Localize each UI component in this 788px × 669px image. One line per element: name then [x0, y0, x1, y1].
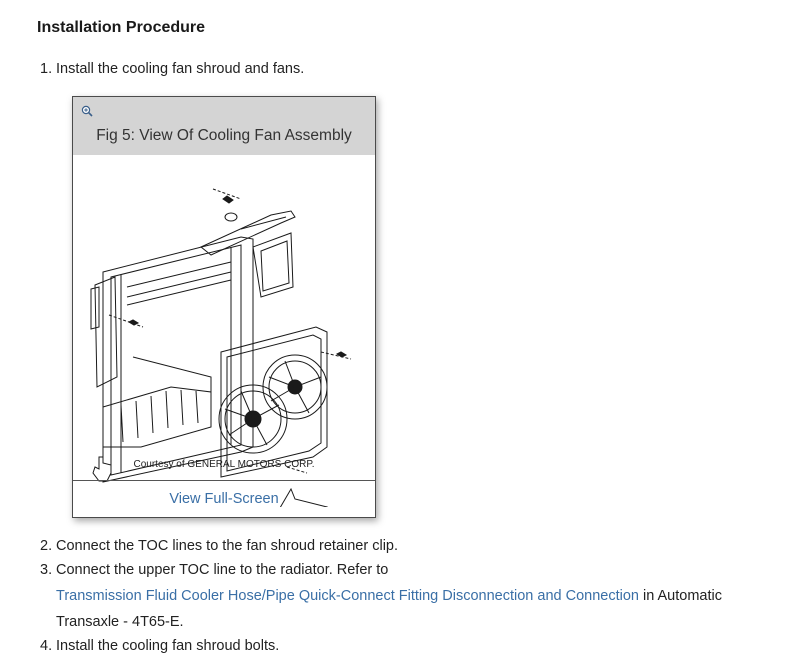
step-text-after-link: in Automatic: [638, 588, 722, 604]
step-3-tail: Transaxle - 4T65-E.: [56, 614, 184, 630]
transmission-fluid-cooler-link[interactable]: Transmission Fluid Cooler Hose/Pipe Quic…: [56, 588, 639, 604]
step-4: 4.Install the cooling fan shroud bolts.: [40, 638, 279, 654]
figure-divider: [73, 480, 375, 481]
figure-title: Fig 5: View Of Cooling Fan Assembly: [96, 127, 352, 144]
section-heading: Installation Procedure: [37, 19, 206, 36]
step-text: Connect the TOC lines to the fan shroud …: [56, 538, 399, 554]
step-3-continuation: Transmission Fluid Cooler Hose/Pipe Quic…: [56, 588, 722, 604]
figure-panel: Fig 5: View Of Cooling Fan Assembly: [72, 96, 376, 518]
step-text: Connect the upper TOC line to the radiat…: [56, 562, 389, 578]
zoom-in-icon[interactable]: [81, 105, 93, 117]
step-text: Install the cooling fan shroud and fans.: [56, 61, 305, 77]
figure-courtesy: Courtesy of GENERAL MOTORS CORP.: [133, 459, 315, 470]
step-number: 3.: [40, 562, 53, 578]
view-full-screen-link[interactable]: View Full-Screen: [169, 491, 279, 507]
step-3: 3.Connect the upper TOC line to the radi…: [40, 562, 388, 578]
figure-header: Fig 5: View Of Cooling Fan Assembly: [73, 97, 375, 155]
step-number: 2.: [40, 538, 53, 554]
step-number: 1.: [40, 61, 53, 77]
cooling-fan-assembly-diagram[interactable]: [81, 177, 367, 507]
step-1: 1.Install the cooling fan shroud and fan…: [40, 61, 304, 77]
step-text: Install the cooling fan shroud bolts.: [56, 638, 280, 654]
step-number: 4.: [40, 638, 53, 654]
step-2: 2.Connect the TOC lines to the fan shrou…: [40, 538, 398, 554]
